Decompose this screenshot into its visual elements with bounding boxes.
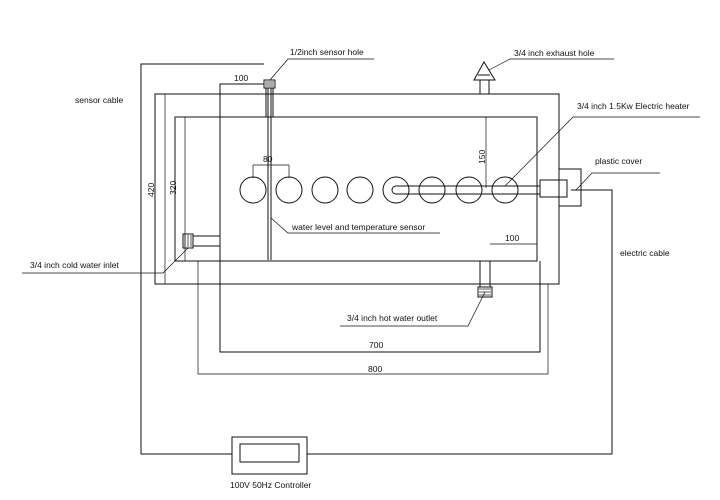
label-sensor-hole: 1/2inch sensor hole (290, 47, 364, 57)
dim-320: 320 (168, 181, 178, 195)
label-cold-inlet: 3/4 inch cold water inlet (30, 260, 119, 270)
sensor-hole-fitting (263, 79, 276, 117)
sensor-cable-outer-line (140, 63, 264, 455)
exhaust-pipe (473, 61, 496, 94)
cold-water-inlet (182, 233, 220, 249)
dim-700: 700 (369, 340, 383, 350)
dim-800: 800 (368, 364, 382, 374)
heater-rod (391, 179, 568, 198)
hot-water-outlet (477, 261, 493, 298)
label-water-level-sensor: water level and temperature sensor (291, 222, 425, 232)
dim-100-top: 100 (234, 73, 248, 83)
dim-line-80 (252, 164, 290, 178)
label-electric-cable: electric cable (620, 248, 670, 258)
dim-420: 420 (146, 183, 156, 197)
dim-80: 80 (263, 154, 273, 164)
electric-cable-line (307, 189, 613, 455)
water-level-sensor-rod (267, 88, 272, 260)
plastic-cover (558, 168, 582, 207)
controller-box (231, 436, 308, 475)
heater-coils (239, 176, 519, 204)
label-exhaust-hole: 3/4 inch exhaust hole (514, 48, 595, 58)
label-sensor-cable: sensor cable (75, 95, 123, 105)
label-controller: 100V 50Hz Controller (230, 480, 311, 490)
dim-150: 150 (477, 150, 487, 164)
dim-100-outlet: 100 (505, 233, 519, 243)
label-heater: 3/4 inch 1.5Kw Electric heater (577, 101, 690, 111)
label-hot-outlet: 3/4 inch hot water outlet (347, 313, 438, 323)
leader-lines (22, 58, 700, 327)
label-plastic-cover: plastic cover (595, 156, 642, 166)
dim-line-800 (197, 261, 549, 375)
outer-tank (154, 93, 560, 285)
inner-tank (174, 116, 538, 262)
